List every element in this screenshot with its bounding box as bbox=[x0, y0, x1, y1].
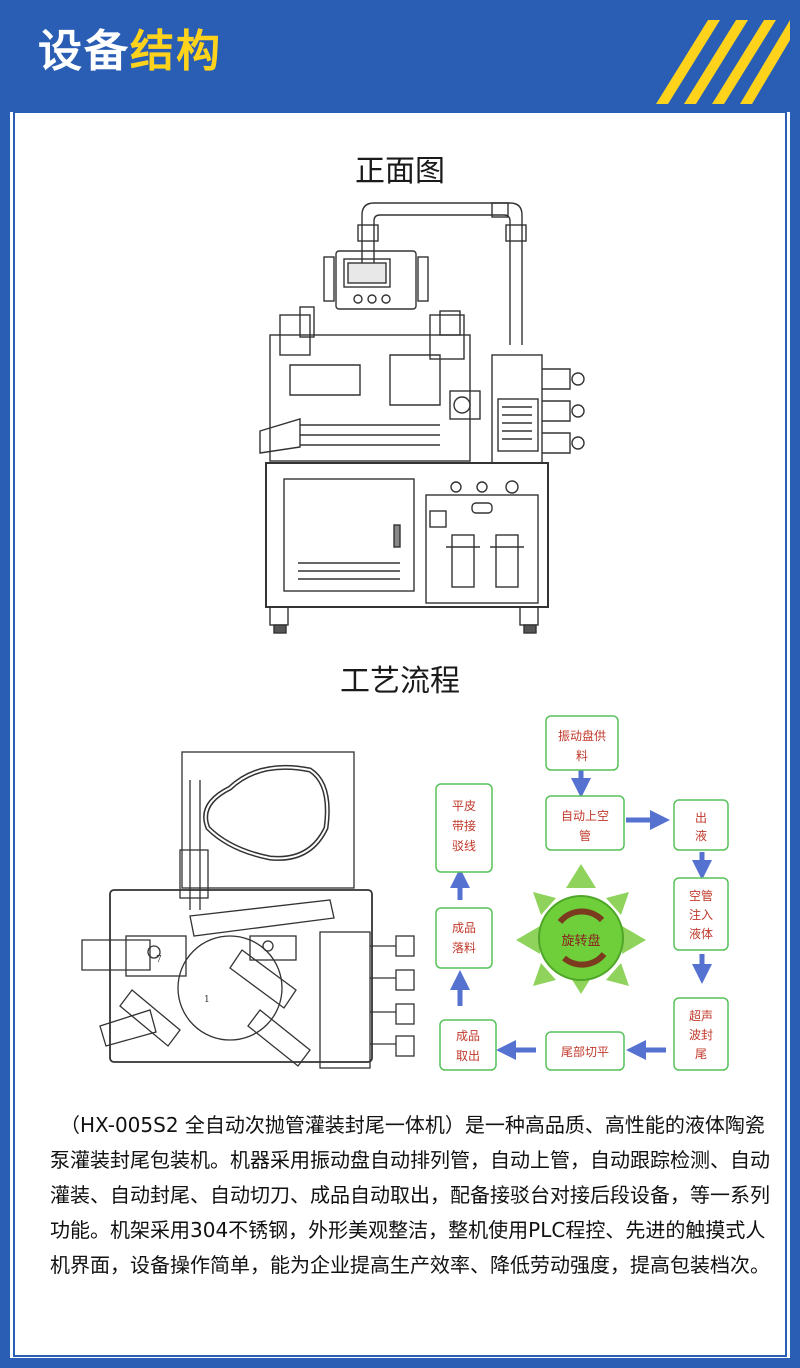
step-fill-line2: 注入 bbox=[689, 907, 713, 922]
svg-text:7: 7 bbox=[156, 955, 162, 965]
step-drop-line2: 落料 bbox=[452, 941, 476, 955]
step-fill-line1: 空管 bbox=[689, 888, 713, 903]
step-load-line2: 管 bbox=[579, 828, 591, 843]
step-belt-line2: 带接 bbox=[452, 818, 476, 833]
svg-text:1: 1 bbox=[204, 995, 210, 1005]
step-load-line1: 自动上空 bbox=[561, 809, 609, 823]
step-seal-line3: 尾 bbox=[695, 1047, 707, 1061]
step-remove-line2: 取出 bbox=[456, 1049, 480, 1063]
machine-front-view bbox=[259, 202, 585, 634]
step-belt-line3: 驳线 bbox=[452, 839, 476, 853]
step-remove-line1: 成品 bbox=[456, 1029, 480, 1043]
rotary-disk-label: 旋转盘 bbox=[561, 933, 600, 949]
step-seal-line2: 波封 bbox=[689, 1028, 713, 1042]
step-trim-line1: 尾部切平 bbox=[561, 1044, 609, 1059]
step-drop-line1: 成品 bbox=[452, 921, 476, 935]
step-dispense-line2: 液 bbox=[695, 828, 707, 843]
front-view-heading: 正面图 bbox=[355, 154, 445, 189]
step-fill-line3: 液体 bbox=[689, 926, 713, 941]
step-belt-line1: 平皮 bbox=[452, 799, 476, 813]
process-flow-heading: 工艺流程 bbox=[340, 664, 460, 699]
page-header: 设备结构 bbox=[0, 0, 800, 112]
process-flow-diagram: 旋转盘 振动盘供 料 自动上空 管 出 液 空管 注入 液体 超声 波封 尾 尾 bbox=[435, 715, 729, 1071]
machine-top-view: 1 7 bbox=[81, 751, 415, 1069]
step-vibrate-line2: 料 bbox=[576, 749, 588, 763]
step-vibrate-line1: 振动盘供 bbox=[558, 728, 606, 743]
header-stripes bbox=[656, 20, 790, 104]
step-dispense-line1: 出 bbox=[695, 811, 707, 825]
section-title: 设备结构 bbox=[38, 26, 222, 77]
product-description: （HX-005S2 全自动次抛管灌装封尾一体机）是一种高品质、高性能的液体陶瓷泵… bbox=[50, 1113, 770, 1277]
step-seal-line1: 超声 bbox=[689, 1008, 713, 1023]
